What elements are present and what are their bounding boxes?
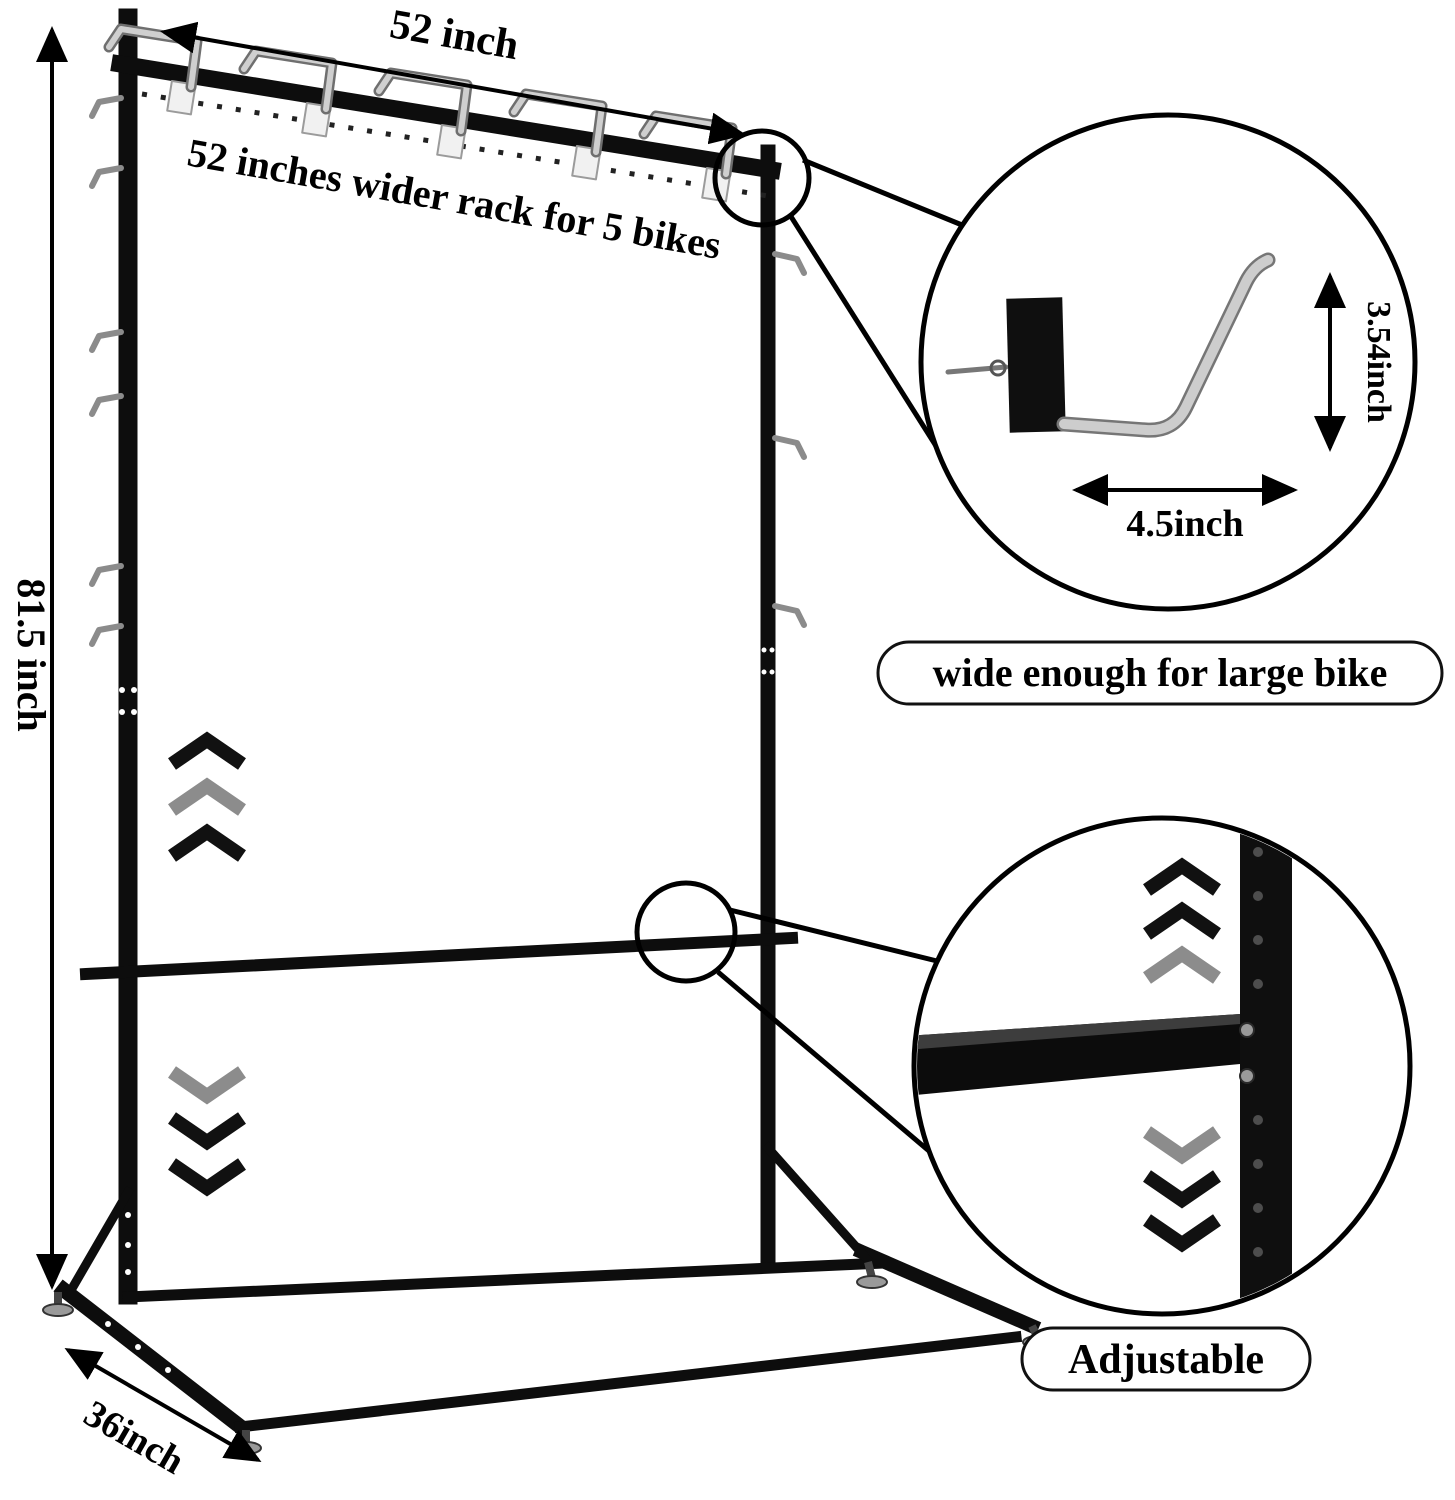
hook-detail-drawing bbox=[945, 252, 1276, 438]
right-brace bbox=[761, 1141, 873, 1265]
frame-holes bbox=[105, 647, 775, 1373]
hook-detail-callout: 3.54inch 4.5inch bbox=[712, 112, 1418, 612]
callout-source-circle-adjust bbox=[634, 880, 738, 984]
detail-post-holes bbox=[1253, 847, 1263, 1257]
side-hooks-left-post bbox=[89, 95, 124, 647]
up-chevrons-main bbox=[168, 731, 246, 862]
leveling-foot bbox=[856, 1275, 888, 1289]
adjustable-detail-callout bbox=[634, 815, 1413, 1317]
hook-arm bbox=[1059, 255, 1273, 436]
hook-mount-plate bbox=[1006, 297, 1066, 433]
adjustable-detail-drawing bbox=[917, 821, 1292, 1311]
left-brace bbox=[63, 1185, 135, 1299]
depth-label: 36inch bbox=[77, 1392, 191, 1482]
leveling-foot bbox=[42, 1303, 74, 1317]
callout-source-circle-hook bbox=[712, 128, 812, 228]
detail-bolt bbox=[1239, 1068, 1255, 1084]
detail-post bbox=[1240, 821, 1292, 1311]
adjustable-text: Adjustable bbox=[1068, 1337, 1264, 1383]
wide-note-box bbox=[876, 640, 1444, 706]
hook-pin bbox=[989, 359, 1007, 377]
rear-crossbar bbox=[122, 1257, 890, 1303]
wide-note-text: wide enough for large bike bbox=[933, 650, 1388, 695]
down-chevrons-detail bbox=[1143, 1126, 1221, 1253]
hook-width-label: 4.5inch bbox=[1126, 503, 1243, 545]
down-chevrons-main bbox=[168, 1066, 246, 1197]
height-dimension: 81.5 inch bbox=[9, 26, 68, 1290]
detail-bar-top-face bbox=[917, 1014, 1240, 1050]
middle-bar bbox=[79, 931, 799, 981]
right-foot bbox=[852, 1242, 1042, 1336]
detail-bolt bbox=[1239, 1022, 1255, 1038]
up-chevrons-detail bbox=[1143, 857, 1221, 984]
hook-height-dimension: 3.54inch bbox=[1314, 272, 1397, 452]
hook-width-dimension: 4.5inch bbox=[1072, 474, 1298, 545]
wide-note-label: wide enough for large bike bbox=[876, 640, 1444, 706]
hook-height-label: 3.54inch bbox=[1360, 301, 1397, 423]
height-label: 81.5 inch bbox=[9, 578, 54, 731]
adjustable-box bbox=[1020, 1326, 1312, 1392]
front-crossbar bbox=[233, 1330, 1023, 1434]
side-hooks-right-post bbox=[772, 251, 807, 628]
top-width-label: 52 inch bbox=[386, 1, 522, 69]
adjustable-label: Adjustable bbox=[1020, 1326, 1312, 1392]
